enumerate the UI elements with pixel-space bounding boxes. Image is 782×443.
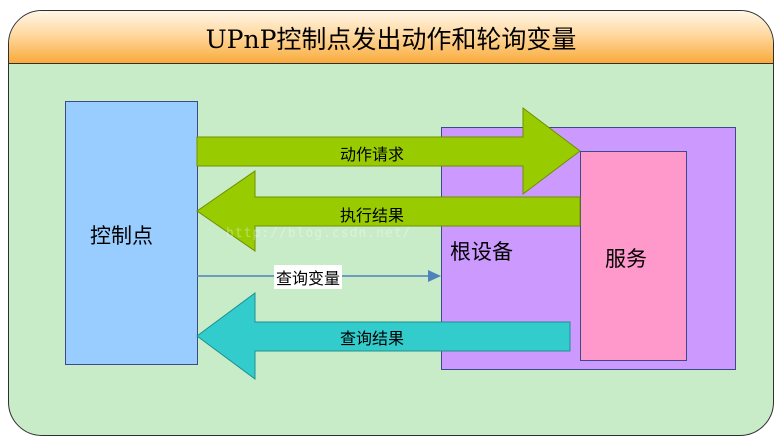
action-request-arrow — [196, 106, 581, 196]
execution-result-label: 执行结果 — [340, 206, 405, 225]
control-point-box — [65, 101, 198, 365]
root-device-label: 根设备 — [450, 240, 513, 264]
diagram-title: UPnP控制点发出动作和轮询变量 — [205, 25, 577, 54]
query-variable-label: 查询变量 — [274, 265, 343, 289]
title-band: UPnP控制点发出动作和轮询变量 — [9, 11, 773, 64]
action-request-label: 动作请求 — [340, 145, 405, 164]
execution-result-arrow — [196, 170, 581, 252]
control-point-label: 控制点 — [90, 224, 153, 248]
query-result-arrow — [196, 292, 571, 380]
query-variable-arrowhead — [428, 270, 441, 282]
service-label: 服务 — [605, 247, 647, 271]
service-box — [580, 151, 687, 361]
watermark-text: http://blog.csdn.net/ — [226, 226, 412, 241]
query-result-label: 查询结果 — [340, 329, 405, 348]
